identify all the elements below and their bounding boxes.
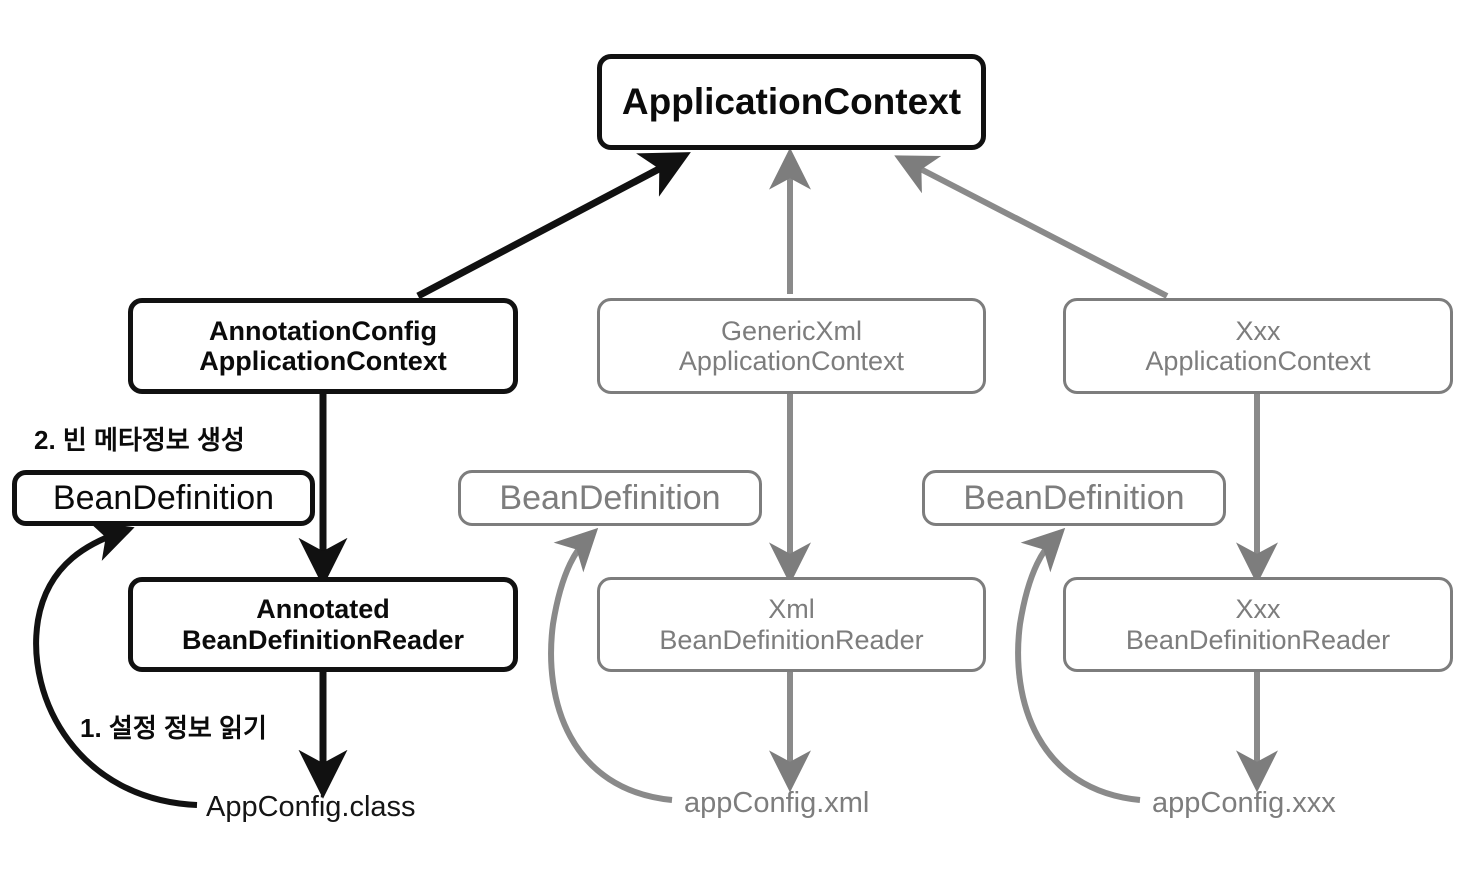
node-xxx-application-context[interactable]: Xxx ApplicationContext [1063, 298, 1453, 394]
arrow-xxxcontext-to-applicationcontext [894, 155, 1169, 299]
arrow-annotationconfig-to-applicationcontext [416, 152, 691, 300]
label-appconfig-xxx: appConfig.xxx [1152, 787, 1336, 819]
node-genericxml-application-context[interactable]: GenericXml ApplicationContext [597, 298, 986, 394]
node-annotationconfig-application-context[interactable]: AnnotationConfig ApplicationContext [128, 298, 518, 394]
node-application-context[interactable]: ApplicationContext [597, 54, 986, 150]
node-xxx-bean-definition-reader[interactable]: Xxx BeanDefinitionReader [1063, 577, 1453, 672]
label-step-two: 2. 빈 메타정보 생성 [34, 425, 245, 455]
node-bean-definition-left[interactable]: BeanDefinition [12, 470, 315, 526]
label-appconfig-class: AppConfig.class [206, 791, 416, 823]
node-annotated-bean-definition-reader[interactable]: Annotated BeanDefinitionReader [128, 577, 518, 672]
label-appconfig-xml: appConfig.xml [684, 787, 870, 819]
node-bean-definition-right[interactable]: BeanDefinition [922, 470, 1226, 526]
node-bean-definition-middle[interactable]: BeanDefinition [458, 470, 762, 526]
node-xml-bean-definition-reader[interactable]: Xml BeanDefinitionReader [597, 577, 986, 672]
label-step-one: 1. 설정 정보 읽기 [80, 713, 267, 743]
